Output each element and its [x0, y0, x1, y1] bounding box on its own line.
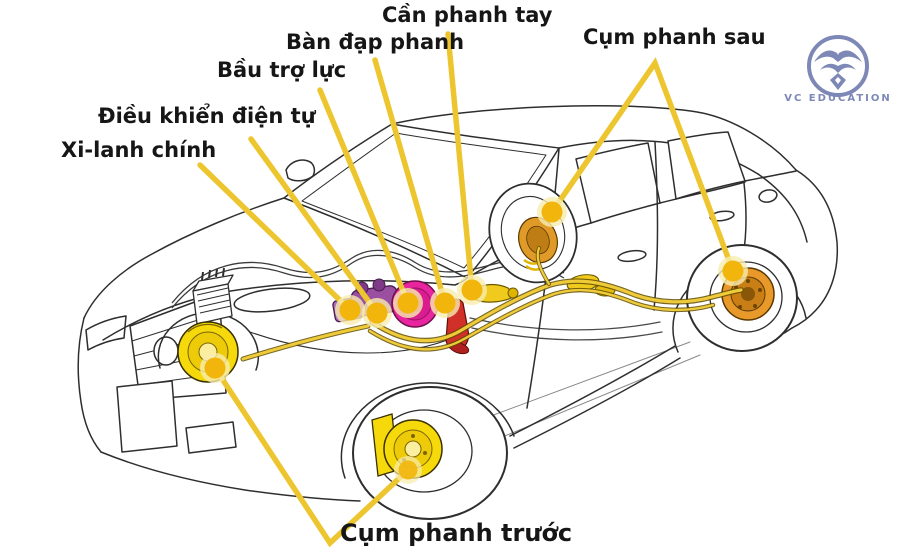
- front-door-handle: [617, 249, 647, 263]
- headlight-right: [233, 287, 311, 313]
- headlight-left: [85, 315, 127, 351]
- label-xi-lanh-chinh: Xi-lanh chính: [61, 138, 217, 162]
- leader-xi-lanh-chinh: [197, 162, 353, 313]
- label-bau-tro-luc: Bầu trợ lực: [217, 58, 347, 82]
- fuel-cap: [758, 189, 778, 203]
- leader-cum-phanh-sau: [549, 57, 736, 274]
- brand-emblem: [153, 336, 179, 366]
- leader-bau-tro-luc: [317, 87, 411, 306]
- callout-dots: [200, 197, 748, 484]
- lower-vent: [185, 421, 237, 454]
- leader-lines: [197, 31, 736, 548]
- label-cum-phanh-truoc: Cụm phanh trước: [340, 519, 573, 547]
- leader-ban-dap-phanh: [372, 57, 448, 306]
- leader-can-phanh-tay: [445, 31, 475, 293]
- label-dieu-khien-dien-tu: Điều khiển điện tự: [98, 104, 316, 128]
- side-mirror: [285, 159, 316, 182]
- leader-dieu-khien-dien-tu: [248, 136, 380, 316]
- logo-bird-icon: [814, 50, 862, 90]
- leader-cum-phanh-truoc: [212, 365, 411, 548]
- license-plate: [116, 380, 178, 453]
- brake-lines: [240, 246, 744, 362]
- abs-control-unit: [192, 267, 234, 325]
- label-can-phanh-tay: Cần phanh tay: [382, 3, 553, 27]
- label-ban-dap-phanh: Bàn đạp phanh: [286, 30, 465, 54]
- vc-education-logo: [807, 35, 869, 97]
- logo-text: VC EDUCATION: [784, 93, 892, 104]
- label-cum-phanh-sau: Cụm phanh sau: [583, 25, 766, 49]
